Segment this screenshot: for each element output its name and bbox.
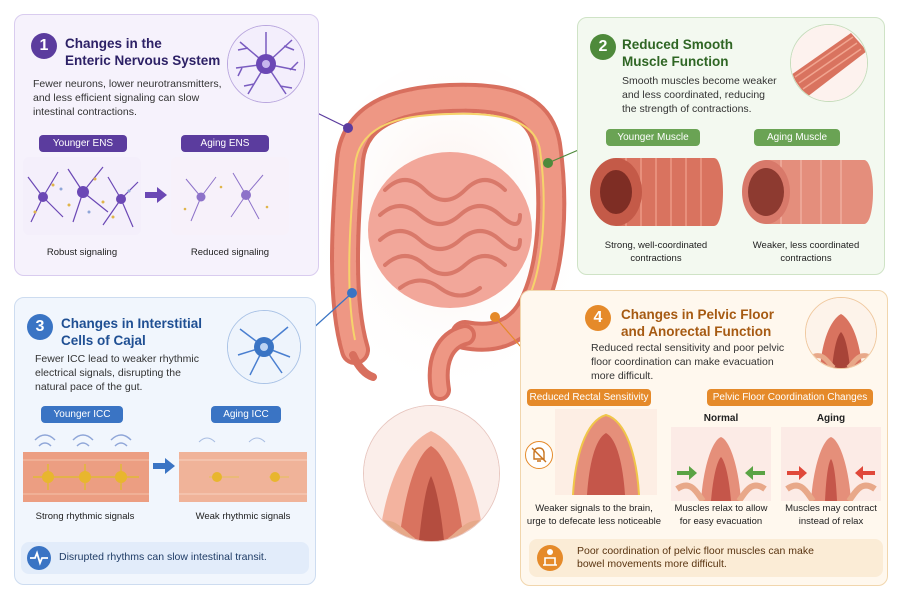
panel-enteric-nervous-system: 1 Changes in the Enteric Nervous System … bbox=[14, 14, 319, 276]
sensitivity-caption: Weaker signals to the brain, urge to def… bbox=[526, 503, 662, 527]
younger-muscle-caption: Strong, well-coordinated contractions bbox=[604, 240, 708, 264]
panel-title: Changes in Pelvic Floor and Anorectal Fu… bbox=[621, 307, 775, 339]
callout-text: Poor coordination of pelvic floor muscle… bbox=[577, 545, 814, 570]
panel-number-badge: 3 bbox=[27, 314, 53, 340]
panel-smooth-muscle: 2 Reduced Smooth Muscle Function Smooth … bbox=[577, 17, 885, 275]
aging-muscle-image bbox=[736, 150, 874, 234]
panel-title: Changes in Interstitial Cells of Cajal bbox=[61, 316, 203, 348]
panel-title: Changes in the Enteric Nervous System bbox=[65, 36, 221, 68]
younger-icc-caption: Strong rhythmic signals bbox=[35, 511, 135, 522]
younger-icc-label: Younger ICC bbox=[41, 406, 123, 423]
panel-number-badge: 1 bbox=[31, 33, 57, 59]
younger-muscle-image bbox=[586, 150, 724, 234]
younger-ens-label: Younger ENS bbox=[39, 135, 127, 152]
disrupted-rhythms-callout: Disrupted rhythms can slow intestinal tr… bbox=[21, 542, 309, 574]
younger-icc-image bbox=[23, 426, 149, 504]
pelvic-floor-coordination-label: Pelvic Floor Coordination Changes bbox=[707, 389, 873, 406]
aging-pelvic-floor-image bbox=[781, 427, 881, 501]
younger-muscle-label: Younger Muscle bbox=[606, 129, 700, 146]
aging-caption: Muscles may contract instead of relax bbox=[785, 503, 877, 527]
panel-number-badge: 4 bbox=[585, 305, 611, 331]
panel-number-badge: 2 bbox=[590, 34, 616, 60]
normal-caption: Muscles relax to allow for easy evacuati… bbox=[674, 503, 768, 527]
panel-description: Reduced rectal sensitivity and poor pelv… bbox=[591, 342, 785, 382]
person-toilet-icon bbox=[537, 545, 563, 571]
callout-text: Disrupted rhythms can slow intestinal tr… bbox=[59, 551, 267, 563]
aging-label: Aging bbox=[816, 413, 846, 424]
heartbeat-icon bbox=[27, 546, 51, 570]
younger-ens-image bbox=[23, 157, 141, 235]
rectum-sensitivity-image bbox=[555, 409, 657, 495]
arrow-right-icon bbox=[145, 187, 167, 203]
muted-bell-icon bbox=[525, 441, 553, 469]
aging-muscle-label: Aging Muscle bbox=[754, 129, 840, 146]
normal-label: Normal bbox=[703, 413, 739, 424]
pelvic-floor-icon bbox=[805, 297, 877, 369]
aging-icc-caption: Weak rhythmic signals bbox=[195, 511, 291, 522]
panel-pelvic-floor: 4 Changes in Pelvic Floor and Anorectal … bbox=[520, 290, 888, 586]
aging-muscle-caption: Weaker, less coordinated contractions bbox=[752, 240, 860, 264]
panel-interstitial-cells-of-cajal: 3 Changes in Interstitial Cells of Cajal… bbox=[14, 297, 316, 585]
panel-description: Fewer neurons, lower neurotransmitters, … bbox=[33, 78, 222, 118]
icc-cell-icon bbox=[227, 310, 301, 384]
muscle-fiber-icon bbox=[790, 24, 868, 102]
panel-title: Reduced Smooth Muscle Function bbox=[622, 37, 734, 69]
panel-description: Smooth muscles become weaker and less co… bbox=[622, 75, 777, 115]
panel-description: Fewer ICC lead to weaker rhythmic electr… bbox=[35, 353, 199, 393]
younger-ens-caption: Robust signaling bbox=[46, 247, 118, 258]
aging-ens-label: Aging ENS bbox=[181, 135, 269, 152]
rectum-cross-section bbox=[363, 405, 500, 542]
aging-icc-label: Aging ICC bbox=[211, 406, 281, 423]
reduced-rectal-sensitivity-label: Reduced Rectal Sensitivity bbox=[527, 389, 651, 406]
aging-ens-image bbox=[171, 157, 289, 235]
aging-icc-image bbox=[179, 426, 307, 504]
normal-pelvic-floor-image bbox=[671, 427, 771, 501]
neuron-icon bbox=[227, 25, 305, 103]
pelvic-coordination-callout: Poor coordination of pelvic floor muscle… bbox=[529, 539, 883, 577]
aging-ens-caption: Reduced signaling bbox=[190, 247, 270, 258]
arrow-right-icon bbox=[153, 458, 175, 474]
